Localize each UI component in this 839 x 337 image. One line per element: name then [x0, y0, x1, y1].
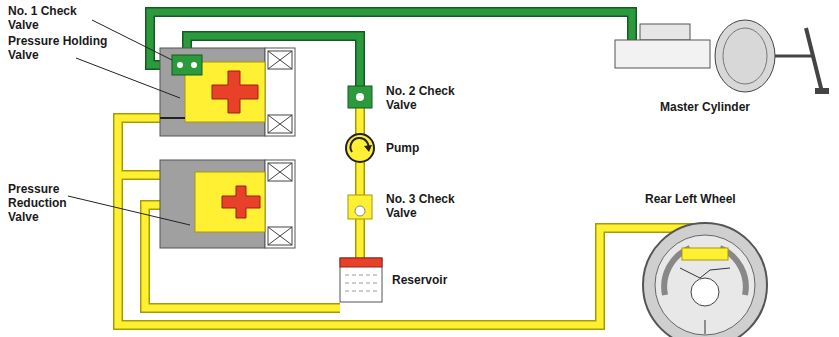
callout-label: Pressure Reduction Valve: [8, 182, 80, 224]
callout-label: Pressure Holding Valve: [8, 34, 116, 62]
part-label: No. 3 Check Valve: [386, 192, 468, 220]
part-label: Reservoir: [392, 273, 482, 287]
part-label: Master Cylinder: [660, 100, 800, 114]
callout-label: No. 1 Check Valve: [8, 4, 90, 32]
part-label: Pump: [386, 141, 466, 155]
part-label: Rear Left Wheel: [645, 192, 805, 206]
part-label: No. 2 Check Valve: [386, 84, 468, 112]
